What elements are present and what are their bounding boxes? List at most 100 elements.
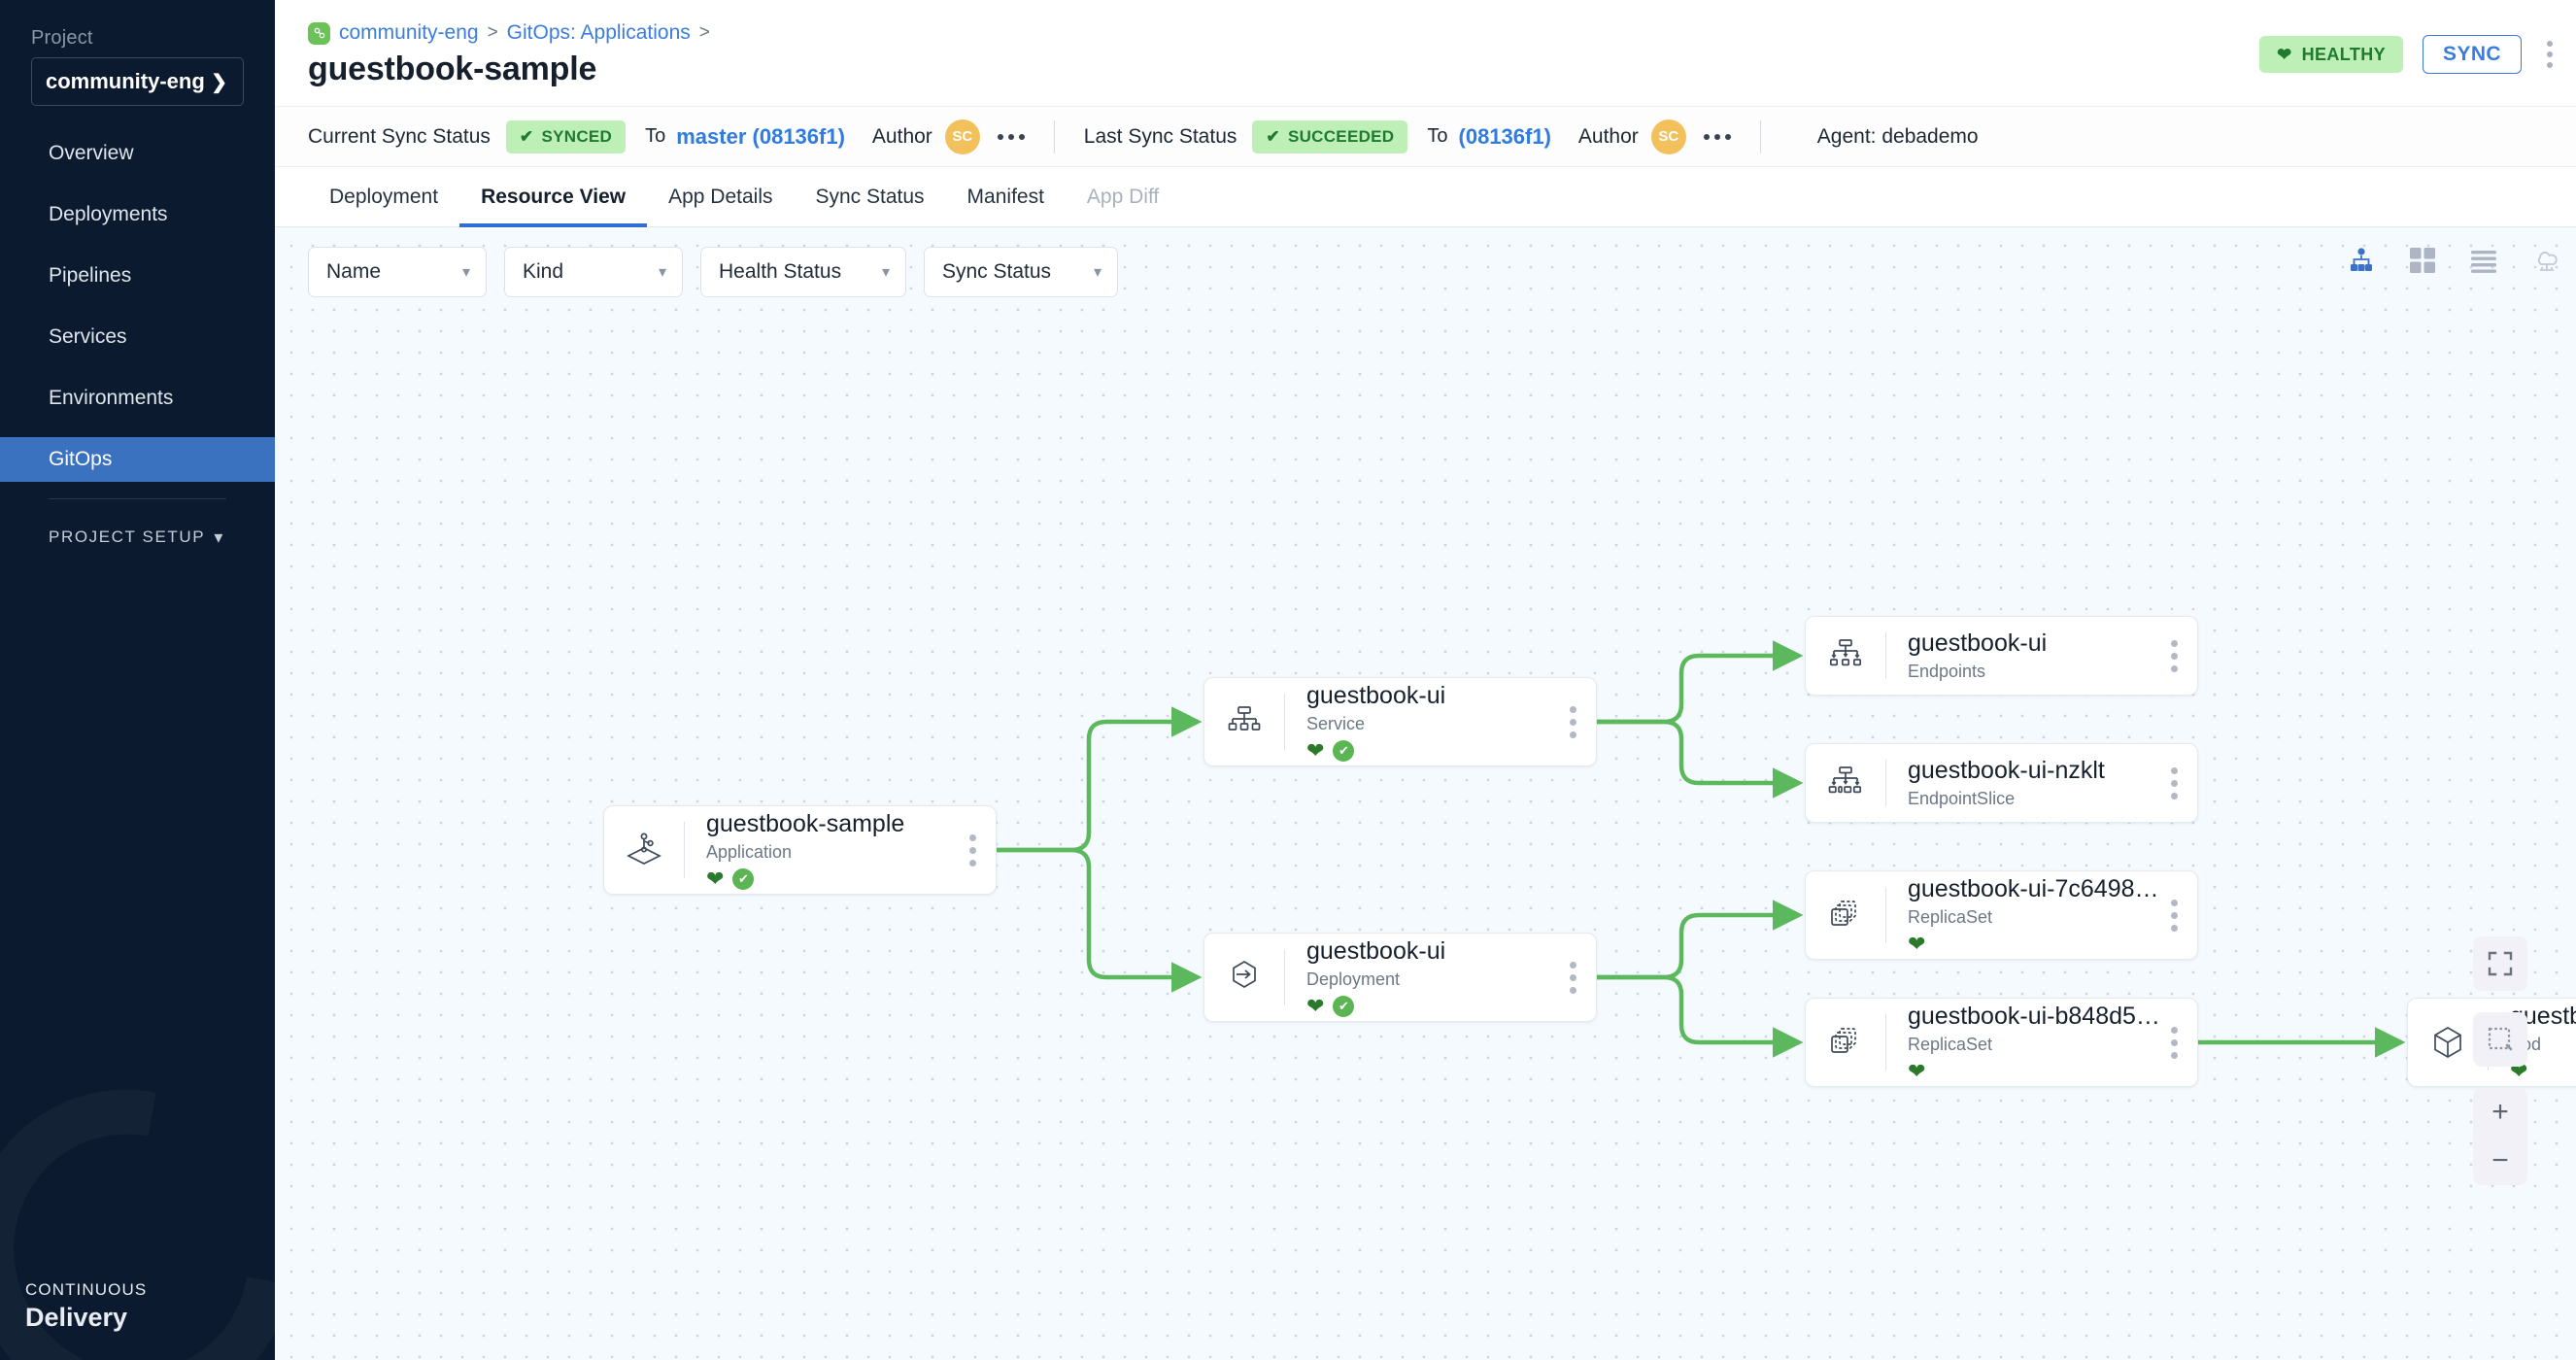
node-more-menu-icon[interactable]: [2171, 1026, 2197, 1059]
network-view-icon[interactable]: [2531, 247, 2562, 279]
current-sync-status-label: Current Sync Status: [308, 124, 491, 148]
sidebar-item-services[interactable]: Services: [0, 315, 275, 359]
filter-kind[interactable]: Kind ▾: [504, 247, 683, 297]
filter-health-status[interactable]: Health Status ▾: [700, 247, 906, 297]
project-selector[interactable]: community-eng ❯: [31, 57, 244, 106]
sidebar-item-deployments[interactable]: Deployments: [0, 192, 275, 237]
header-actions: ❤ HEALTHY SYNC: [2259, 35, 2559, 74]
graph-node-replicaset-2[interactable]: guestbook-ui-b848d5d9d ReplicaSet ❤: [1805, 998, 2198, 1087]
filter-kind-label: Kind: [523, 260, 564, 283]
breadcrumb-separator: >: [487, 22, 498, 43]
node-kind: Endpoints: [1908, 662, 1986, 681]
graph-node-deployment[interactable]: guestbook-ui Deployment ❤ ✔: [1203, 933, 1597, 1022]
current-author-label: Author: [871, 124, 932, 148]
zoom-in-button[interactable]: +: [2491, 1096, 2509, 1128]
heart-icon: ❤: [1908, 932, 1926, 956]
status-badge-health: ❤ HEALTHY: [2259, 36, 2404, 73]
tree-view-icon[interactable]: [2347, 248, 2376, 278]
last-sync-more-icon[interactable]: [1703, 133, 1731, 140]
sidebar-item-label: Services: [49, 325, 127, 348]
sidebar-project-setup[interactable]: PROJECT SETUP ▾: [0, 521, 275, 554]
header-more-menu-icon[interactable]: [2541, 37, 2559, 72]
node-kind: ReplicaSet: [1908, 1035, 1993, 1054]
sidebar-item-pipelines[interactable]: Pipelines: [0, 254, 275, 298]
status-divider-2: [1759, 119, 1761, 153]
brand-bottom-text: Delivery: [25, 1303, 128, 1332]
graph-node-application[interactable]: guestbook-sample Application ❤ ✔: [603, 805, 997, 895]
node-divider: [1284, 949, 1285, 1005]
node-kind: EndpointSlice: [1908, 789, 2016, 808]
graph-node-endpointslice[interactable]: guestbook-ui-nzklt EndpointSlice: [1805, 743, 2198, 823]
filter-sync-status[interactable]: Sync Status ▾: [924, 247, 1118, 297]
node-kind: Application: [706, 842, 793, 862]
sidebar-item-label: Deployments: [49, 203, 168, 225]
filter-name[interactable]: Name ▾: [308, 247, 487, 297]
zoom-in-out-group: + −: [2473, 1088, 2527, 1185]
node-more-menu-icon[interactable]: [1570, 961, 1596, 994]
node-more-menu-icon[interactable]: [2171, 639, 2197, 672]
page-title: guestbook-sample: [308, 51, 597, 87]
heart-icon: ❤: [1306, 994, 1325, 1018]
list-view-icon[interactable]: [2469, 248, 2498, 278]
fit-screen-button[interactable]: [2473, 936, 2527, 991]
tab-app-details[interactable]: App Details: [668, 185, 773, 208]
sidebar-nav: Overview Deployments Pipelines Services …: [0, 131, 275, 554]
graph-node-service[interactable]: guestbook-ui Service ❤ ✔: [1203, 677, 1597, 766]
node-more-menu-icon[interactable]: [2171, 766, 2197, 799]
node-divider: [1284, 694, 1285, 750]
node-body: guestbook-ui-b848d5d9d ReplicaSet ❤: [1886, 1003, 2171, 1082]
sidebar-item-gitops[interactable]: GitOps: [0, 437, 275, 482]
node-body: guestbook-ui Endpoints: [1886, 629, 2171, 682]
sidebar-project-setup-label: PROJECT SETUP: [49, 527, 206, 546]
chevron-down-icon: ▾: [214, 527, 224, 547]
breadcrumb: community-eng > GitOps: Applications >: [308, 21, 710, 45]
tab-sync-status[interactable]: Sync Status: [815, 185, 925, 208]
agent-label: Agent: debademo: [1816, 124, 1979, 148]
sync-status-bar: Current Sync Status ✔ SYNCED To master (…: [275, 107, 2576, 167]
tab-deployment[interactable]: Deployment: [329, 185, 439, 208]
check-circle-icon: ✔: [1333, 996, 1355, 1017]
node-more-menu-icon[interactable]: [1570, 705, 1596, 738]
zoom-out-button[interactable]: −: [2491, 1144, 2509, 1176]
avatar: SC: [944, 119, 980, 154]
grid-view-icon[interactable]: [2409, 247, 2436, 279]
chevron-down-icon: ▾: [658, 264, 666, 281]
resource-graph-canvas[interactable]: Name ▾ Kind ▾ Health Status ▾ Sync Statu…: [275, 227, 2576, 1360]
brand-top-text: CONTINUOUS: [25, 1280, 148, 1299]
replicaset-icon: [1806, 899, 1885, 932]
node-badges: ❤ ✔: [1306, 996, 1570, 1017]
node-more-menu-icon[interactable]: [969, 833, 996, 867]
breadcrumb-separator-2: >: [698, 22, 710, 43]
heart-icon: ❤: [2277, 44, 2292, 64]
filter-name-label: Name: [326, 260, 382, 283]
graph-node-replicaset-1[interactable]: guestbook-ui-7c64987dc9 ReplicaSet ❤: [1805, 870, 2198, 960]
health-badge-label: HEALTHY: [2301, 44, 2387, 64]
graph-node-endpoints[interactable]: guestbook-ui Endpoints: [1805, 616, 2198, 696]
project-selector-value: community-eng: [46, 69, 205, 93]
replicaset-icon: [1806, 1026, 1885, 1059]
node-body: guestbook-ui-nzklt EndpointSlice: [1886, 757, 2171, 809]
check-circle-icon: ✔: [732, 868, 755, 890]
breadcrumb-link-project[interactable]: community-eng: [339, 21, 479, 44]
sidebar-item-overview[interactable]: Overview: [0, 131, 275, 176]
sidebar-item-environments[interactable]: Environments: [0, 376, 275, 421]
node-badges: ❤: [1908, 1061, 2171, 1082]
deployment-icon: [1204, 958, 1284, 997]
breadcrumb-link-applications[interactable]: GitOps: Applications: [506, 21, 691, 44]
current-sync-more-icon[interactable]: [997, 133, 1025, 140]
tab-bar: Deployment Resource View App Details Syn…: [275, 167, 2576, 227]
sync-button[interactable]: SYNC: [2423, 35, 2522, 74]
node-kind: Service: [1306, 714, 1366, 733]
select-area-button[interactable]: [2473, 1012, 2527, 1067]
last-sync-revision-link[interactable]: (08136f1): [1458, 123, 1551, 149]
current-sync-revision-link[interactable]: master (08136f1): [676, 123, 845, 149]
node-kind: Deployment: [1306, 969, 1401, 989]
tab-resource-view[interactable]: Resource View: [459, 167, 648, 227]
sidebar-item-label: Pipelines: [49, 264, 132, 287]
page-header: community-eng > GitOps: Applications > g…: [275, 0, 2576, 107]
node-badges: ❤: [1908, 934, 2171, 955]
tab-manifest[interactable]: Manifest: [966, 185, 1044, 208]
heart-icon: ❤: [706, 867, 725, 891]
node-more-menu-icon[interactable]: [2171, 899, 2197, 932]
status-divider: [1053, 119, 1055, 153]
